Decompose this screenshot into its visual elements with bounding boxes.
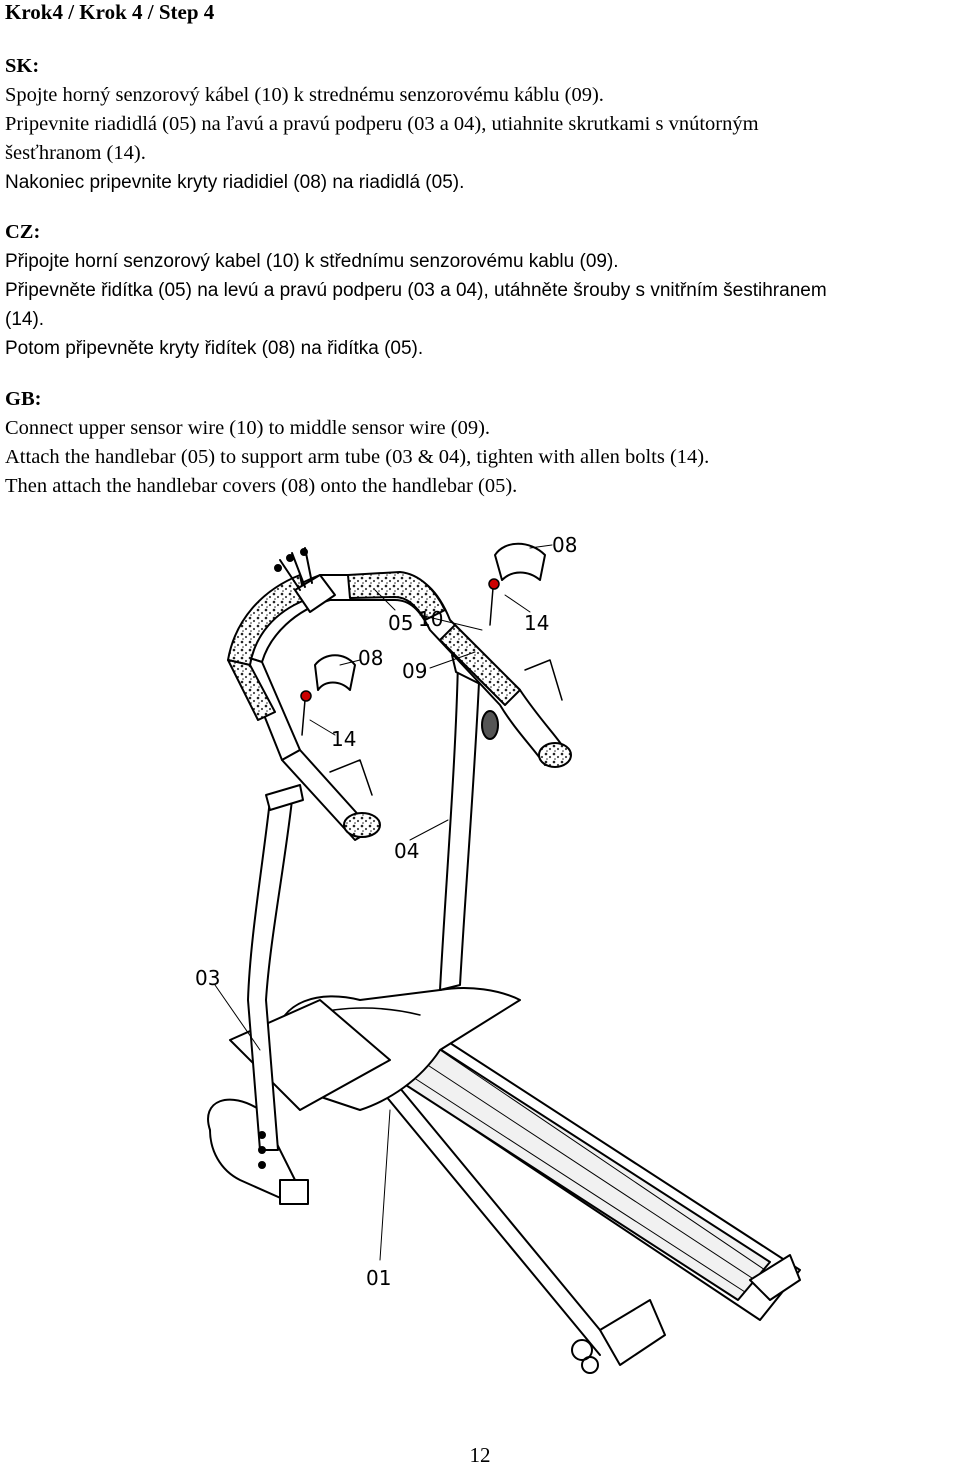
- part-label-03: 03: [195, 966, 220, 990]
- part-label-01: 01: [366, 1266, 391, 1290]
- instruction-line: Připojte horní senzorový kabel (10) k st…: [5, 251, 619, 272]
- section-sk: SK: Spojte horný senzorový kábel (10) k …: [5, 52, 956, 197]
- instruction-line: šesťhranom (14).: [5, 142, 146, 164]
- instruction-line: Připevněte řidítka (05) na levú a pravú …: [5, 280, 827, 301]
- part-label-08: 08: [358, 646, 383, 670]
- instruction-line: Attach the handlebar (05) to support arm…: [5, 446, 710, 468]
- instruction-line: Pripevnite riadidlá (05) na ľavú a pravú…: [5, 113, 759, 135]
- instruction-line: Connect upper sensor wire (10) to middle…: [5, 417, 491, 439]
- instruction-line: Potom připevněte kryty řidítek (08) na ř…: [5, 338, 424, 359]
- section-heading: CZ:: [5, 221, 41, 243]
- part-label-09: 09: [402, 659, 427, 683]
- part-label-08: 08: [552, 533, 577, 557]
- page-number: 12: [469, 1443, 491, 1467]
- leader-lines: [214, 544, 553, 1261]
- instruction-line: Nakoniec pripevnite kryty riadidiel (08)…: [5, 172, 465, 193]
- part-label-14: 14: [331, 727, 356, 751]
- page-title: Krok4 / Krok 4 / Step 4: [5, 0, 215, 24]
- allen-bolt-14: [300, 578, 500, 736]
- part-label-14: 14: [524, 611, 549, 635]
- instruction-line: Spojte horný senzorový kábel (10) k stre…: [5, 84, 604, 106]
- deck-part: [384, 1029, 801, 1374]
- section-heading: GB:: [5, 388, 42, 410]
- base-frame: [207, 999, 391, 1205]
- part-label-10: 10: [418, 607, 443, 631]
- sensor-wire-10: [274, 547, 336, 613]
- section-gb: GB: Connect upper sensor wire (10) to mi…: [5, 385, 956, 501]
- section-heading: SK:: [5, 55, 40, 77]
- part-label-04: 04: [394, 839, 419, 863]
- section-cz: CZ: Připojte horní senzorový kabel (10) …: [5, 218, 956, 363]
- instruction-line: (14).: [5, 309, 45, 330]
- right-upright-04: [439, 654, 499, 991]
- left-upright-03: [247, 784, 304, 1169]
- instruction-line: Then attach the handlebar covers (08) on…: [5, 475, 518, 497]
- treadmill-assembly-diagram: 08 05 10 14 08 09 14 04 03 01: [195, 533, 801, 1374]
- part-label-05: 05: [388, 611, 413, 635]
